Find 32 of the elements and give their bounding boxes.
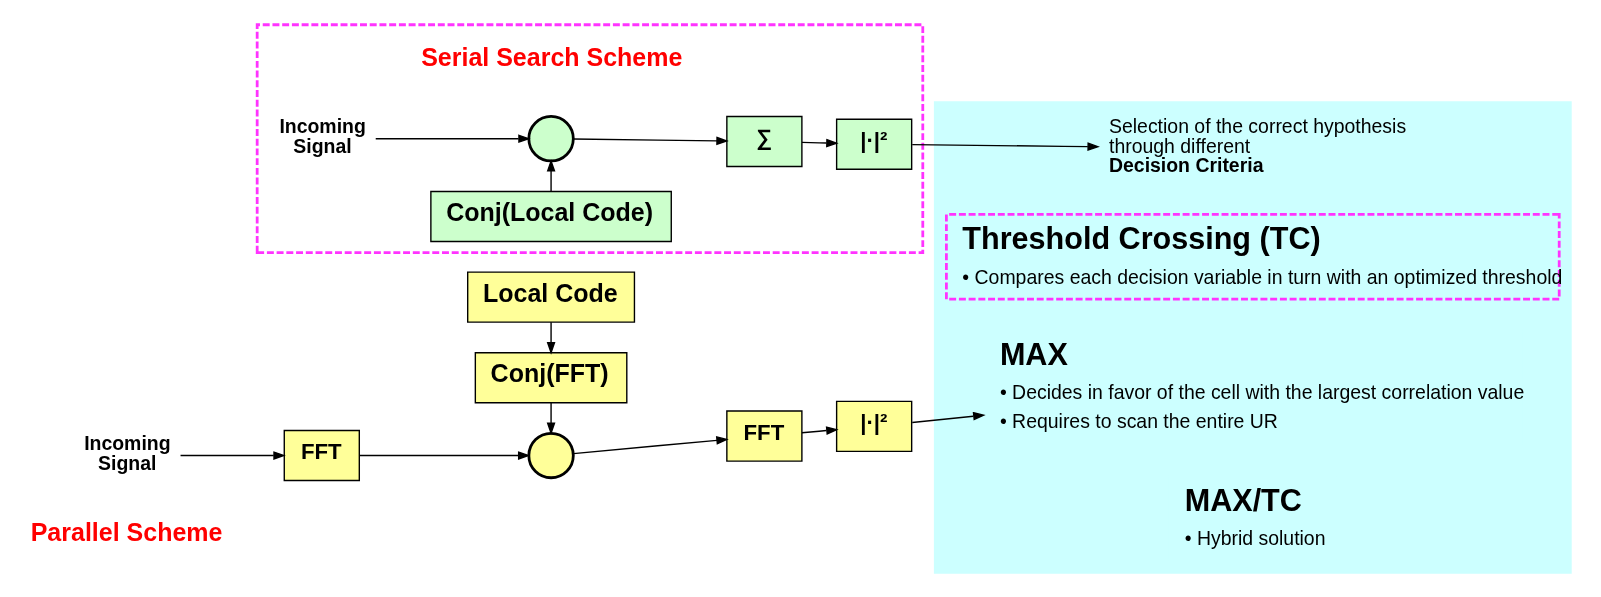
node-box: ∑ [726, 115, 803, 168]
arrow [572, 436, 729, 455]
arrow [911, 142, 1100, 151]
node-box: Threshold Crossing (TC) • Compares each decision variable in turn with an optimized threshold [945, 213, 1561, 301]
node-box: |·|² [835, 118, 913, 170]
arrow [546, 402, 556, 436]
arrow [546, 159, 556, 192]
node-text: MAX • Decides in favor of the cell with the largest correlation value • Requires to scan the entire UR [999, 336, 1525, 433]
node-box: |·|² [835, 400, 913, 453]
node-text: Incoming Signal [279, 115, 366, 157]
node-box: Local Code [467, 271, 636, 323]
cluster [933, 101, 1572, 574]
label: Serial Search Scheme [421, 42, 683, 71]
arrow [546, 321, 556, 355]
arrow [911, 411, 986, 424]
node-text: Selection of the correct hypothesis through different Decision Criteria [1108, 115, 1407, 177]
arrow [572, 136, 729, 146]
node-circle [527, 115, 575, 163]
node-box: FFT [726, 410, 803, 462]
arrow [801, 138, 839, 148]
arrow [358, 451, 531, 460]
arrow [801, 426, 839, 435]
node-box: Conj(FFT) [474, 352, 628, 404]
node-box: Conj(Local Code) [430, 190, 672, 243]
arrow [375, 134, 531, 144]
node-text: Incoming Signal [84, 432, 171, 474]
label: Parallel Scheme [30, 517, 223, 546]
arrow [179, 451, 286, 460]
node-text: MAX/TC • Hybrid solution [1184, 482, 1326, 549]
cluster [255, 23, 925, 255]
node-circle [527, 431, 575, 480]
node-box: FFT [283, 429, 360, 482]
